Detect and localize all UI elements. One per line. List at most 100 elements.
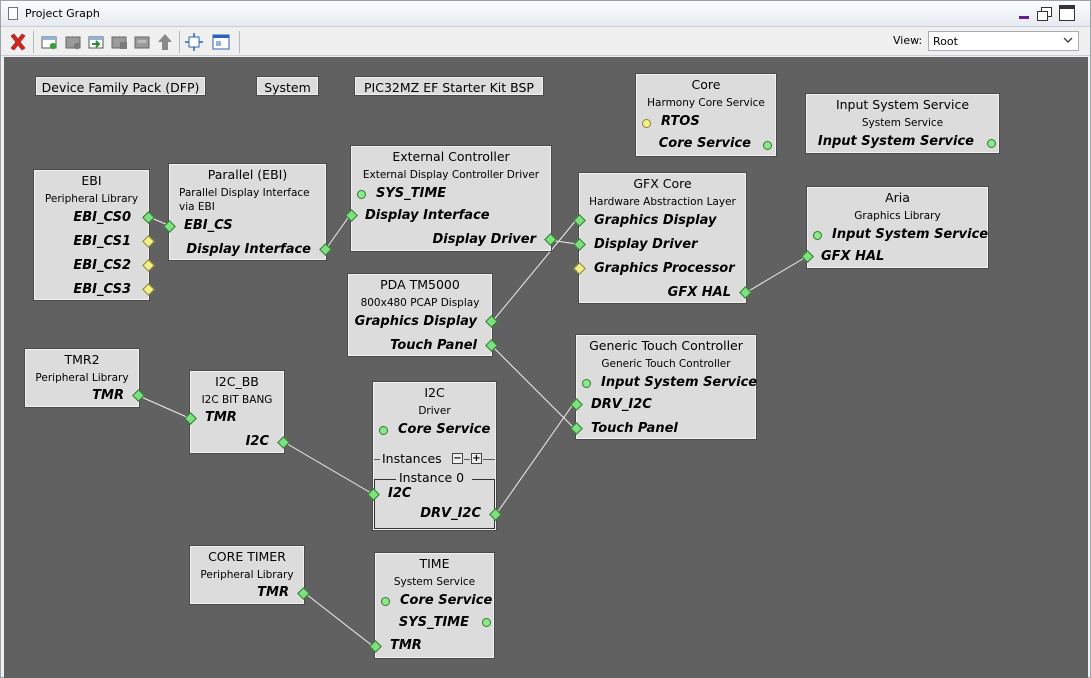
core-timer-node[interactable]: CORE TIMER Peripheral Library TMR xyxy=(189,545,310,605)
node-subtitle: System Service xyxy=(861,117,944,129)
wire-touch-panel xyxy=(491,345,575,429)
node-subtitle: Peripheral Library xyxy=(44,193,139,205)
node-subtitle: Peripheral Library xyxy=(200,569,294,581)
document-icon xyxy=(8,7,18,20)
instance-0-box[interactable] xyxy=(374,479,495,529)
minimize-icon[interactable] xyxy=(1017,7,1031,21)
tmr2-node[interactable]: TMR2 Peripheral Library TMR xyxy=(24,348,145,408)
node-title: Parallel (EBI) xyxy=(207,167,288,182)
core-service-in-port-icon[interactable] xyxy=(381,597,390,606)
generic-touch-controller-node[interactable]: Generic Touch Controller Generic Touch C… xyxy=(570,334,758,440)
layer-gray-icon[interactable] xyxy=(132,32,152,52)
node-subtitle: Driver xyxy=(418,405,451,417)
window-view-icon[interactable] xyxy=(211,32,231,52)
node-title: TMR2 xyxy=(64,352,100,367)
maximize-icon[interactable] xyxy=(1059,5,1075,21)
node-title: Input System Service xyxy=(835,97,970,112)
node-title: I2C xyxy=(424,385,445,400)
port-label: GFX HAL xyxy=(667,285,731,300)
external-controller-node[interactable]: External Controller External Display Con… xyxy=(345,145,557,252)
sys-time-out-port-icon[interactable] xyxy=(482,618,491,627)
auto-arrange-icon[interactable] xyxy=(184,32,204,52)
restore-icon[interactable] xyxy=(1037,7,1052,21)
node-title: Aria xyxy=(885,190,910,205)
parallel-ebi-node[interactable]: Parallel (EBI) Parallel Display Interfac… xyxy=(163,163,332,261)
port-label: Graphics Display xyxy=(354,314,477,329)
node-subtitle: Generic Touch Controller xyxy=(601,358,731,370)
port-label: Display Driver xyxy=(594,237,698,252)
port-label: Input System Service xyxy=(601,375,758,390)
node-title: TIME xyxy=(419,556,450,571)
wire-drv-i2c xyxy=(496,402,575,514)
dfp-label[interactable]: Device Family Pack (DFP) xyxy=(35,76,206,96)
arrow-up-icon[interactable] xyxy=(155,32,175,52)
import-icon[interactable] xyxy=(86,32,106,52)
view-label: View: xyxy=(893,34,923,47)
core-node[interactable]: Core Harmony Core Service RTOS Core Serv… xyxy=(635,73,777,157)
group-gray-icon[interactable] xyxy=(63,32,83,52)
core-service-port-icon[interactable] xyxy=(763,141,772,150)
toolbar: View: Root xyxy=(1,28,1090,56)
chevron-down-icon xyxy=(1063,37,1073,43)
node-title: PDA TM5000 xyxy=(380,277,460,292)
input-service-port-icon[interactable] xyxy=(987,139,996,148)
ebi-node[interactable]: EBI Peripheral Library EBI_CS0 EBI_CS1 E… xyxy=(33,169,155,301)
node-subtitle: Harmony Core Service xyxy=(647,97,765,109)
port-label: EBI_CS xyxy=(184,218,233,233)
wire-display-interface xyxy=(325,214,351,250)
node-subtitle: 800x480 PCAP Display xyxy=(360,297,480,309)
node-title: I2C_BB xyxy=(215,374,259,389)
port-label: EBI_CS3 xyxy=(73,282,131,297)
remove-component-button[interactable] xyxy=(8,32,28,52)
node-title: Generic Touch Controller xyxy=(589,338,743,353)
node-subtitle: I2C BIT BANG xyxy=(201,394,273,406)
time-node[interactable]: TIME System Service Core Service SYS_TIM… xyxy=(369,552,495,659)
port-label: TMR xyxy=(92,388,124,403)
node-subtitle: External Display Controller Driver xyxy=(362,169,540,181)
node-title: External Controller xyxy=(392,149,510,164)
export-gray-icon[interactable] xyxy=(109,32,129,52)
port-label: Input System Service xyxy=(832,227,989,242)
node-subtitle: Parallel Display Interface xyxy=(179,187,310,199)
i2c-driver-node[interactable]: I2C Driver Core Service Instances − + In… xyxy=(367,381,502,531)
port-label: I2C xyxy=(245,434,269,449)
wire-gfx-hal xyxy=(746,256,807,293)
node-title: Core xyxy=(691,77,721,92)
bsp-label[interactable]: PIC32MZ EF Starter Kit BSP xyxy=(354,76,544,96)
port-label: DRV_I2C xyxy=(420,506,481,521)
port-label: Graphics Display xyxy=(594,213,717,228)
node-title: EBI xyxy=(81,173,102,188)
port-label: TMR xyxy=(257,585,289,600)
system-label[interactable]: System xyxy=(256,76,319,96)
window-title: Project Graph xyxy=(25,7,100,20)
port-label: Touch Panel xyxy=(591,421,678,436)
rtos-port-icon[interactable] xyxy=(642,119,651,128)
gfx-core-node[interactable]: GFX Core Hardware Abstraction Layer Grap… xyxy=(573,172,752,304)
node-subtitle: Graphics Library xyxy=(854,210,941,222)
wire-graphics-display xyxy=(491,218,578,323)
view-select[interactable]: Root xyxy=(928,31,1079,51)
port-label: DRV_I2C xyxy=(591,397,652,412)
port-label: I2C xyxy=(388,486,412,501)
new-group-icon[interactable] xyxy=(39,32,59,52)
aria-node[interactable]: Aria Graphics Library Input System Servi… xyxy=(801,186,989,269)
remove-instance-button[interactable]: − xyxy=(452,453,463,464)
node-title: GFX Core xyxy=(633,176,692,191)
port-label: RTOS xyxy=(661,114,700,129)
graph-canvas[interactable]: Device Family Pack (DFP) System PIC32MZ … xyxy=(4,57,1088,678)
input-service-in-port-icon[interactable] xyxy=(813,231,822,240)
node-subtitle: Hardware Abstraction Layer xyxy=(589,196,736,208)
port-label: TMR xyxy=(390,638,422,653)
pda-tm5000-node[interactable]: PDA TM5000 800x480 PCAP Display Graphics… xyxy=(347,273,498,357)
port-label: Display Interface xyxy=(186,242,311,257)
input-system-service-node[interactable]: Input System Service System Service Inpu… xyxy=(805,93,1000,154)
port-label: Graphics Processor xyxy=(594,261,735,276)
i2c-bb-node[interactable]: I2C_BB I2C BIT BANG TMR I2C xyxy=(184,370,290,454)
add-instance-button[interactable]: + xyxy=(471,453,482,464)
core-service-in-port-icon[interactable] xyxy=(379,426,388,435)
input-service-in-port-icon[interactable] xyxy=(582,379,591,388)
port-label: EBI_CS1 xyxy=(73,234,131,249)
sys-time-port-icon[interactable] xyxy=(357,190,366,199)
view-select-value: Root xyxy=(933,35,958,48)
